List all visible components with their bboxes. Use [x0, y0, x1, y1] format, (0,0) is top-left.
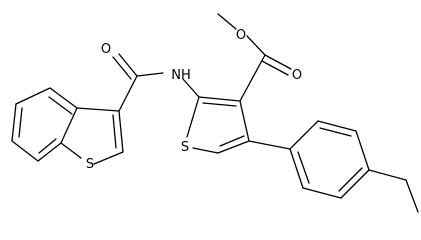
bond-ar-2-inner: [319, 127, 352, 137]
bond-ester-c3: [239, 54, 266, 102]
bond-o-ester-carbon: [246, 35, 266, 56]
bond-ethyl-1: [368, 169, 407, 181]
bond-bt-c7a-c3a: [60, 107, 78, 144]
bond-benz-5-inner: [38, 138, 57, 154]
benzothiophene-sulfur-label: S: [86, 157, 94, 172]
bond-amide-bt: [118, 75, 138, 112]
bond-c5-s: [192, 147, 219, 154]
bond-ar-1: [289, 120, 319, 150]
carbonyl-oxygen-label: O: [101, 42, 111, 57]
bond-ester-double-2: [261, 60, 289, 76]
bond-methyl-o: [217, 13, 237, 30]
bond-bt-s-c7a: [60, 142, 82, 159]
bond-benz-4: [11, 140, 39, 162]
bond-ar-6-inner: [297, 151, 310, 184]
molecule-drawing: O NH O O S S: [11, 13, 419, 213]
bond-benz-1: [49, 87, 78, 109]
bond-benz-2: [15, 87, 51, 105]
bond-bt-c3-c3a: [76, 107, 120, 112]
bond-ar-4-inner: [338, 167, 363, 192]
bond-benz-3: [11, 103, 17, 142]
bond-amide-double-1: [118, 53, 138, 77]
bond-benz-3-inner: [18, 107, 23, 138]
bond-benz-5: [37, 142, 62, 162]
ester-oxygen-single-label: O: [236, 28, 246, 43]
bond-c2-c3: [198, 96, 241, 102]
bond-c4-c5-inner: [219, 135, 245, 147]
bond-bt-c2-s: [93, 151, 124, 165]
bond-c4-c5: [217, 140, 250, 154]
bond-ar-6: [289, 148, 304, 189]
bond-bt-c3-c2: [118, 110, 124, 153]
bond-ester-double-1: [264, 54, 292, 70]
bond-ethyl-2: [405, 179, 419, 213]
bond-benz-1-inner: [48, 96, 73, 115]
bond-ar-4: [340, 169, 370, 199]
bond-ar-2: [317, 120, 357, 132]
thiophene-sulfur-label: S: [181, 140, 189, 155]
bond-amide-double-2: [112, 56, 132, 80]
bond-c2-c3-inner: [202, 102, 237, 107]
bond-c3-c4: [239, 100, 250, 142]
bond-nh-amide-c: [136, 72, 164, 77]
bond-c4-aryl: [248, 140, 291, 150]
bond-bt-c3-c2-inner: [112, 114, 117, 149]
bond-c2-nh: [182, 78, 200, 98]
amide-nh-label: NH: [171, 68, 191, 83]
structure-canvas: O NH O O S S: [11, 13, 419, 213]
bond-s-c2: [186, 96, 200, 138]
bond-ar-5: [302, 187, 342, 199]
ester-oxygen-double-label: O: [292, 68, 302, 83]
bond-ar-3: [355, 130, 370, 171]
